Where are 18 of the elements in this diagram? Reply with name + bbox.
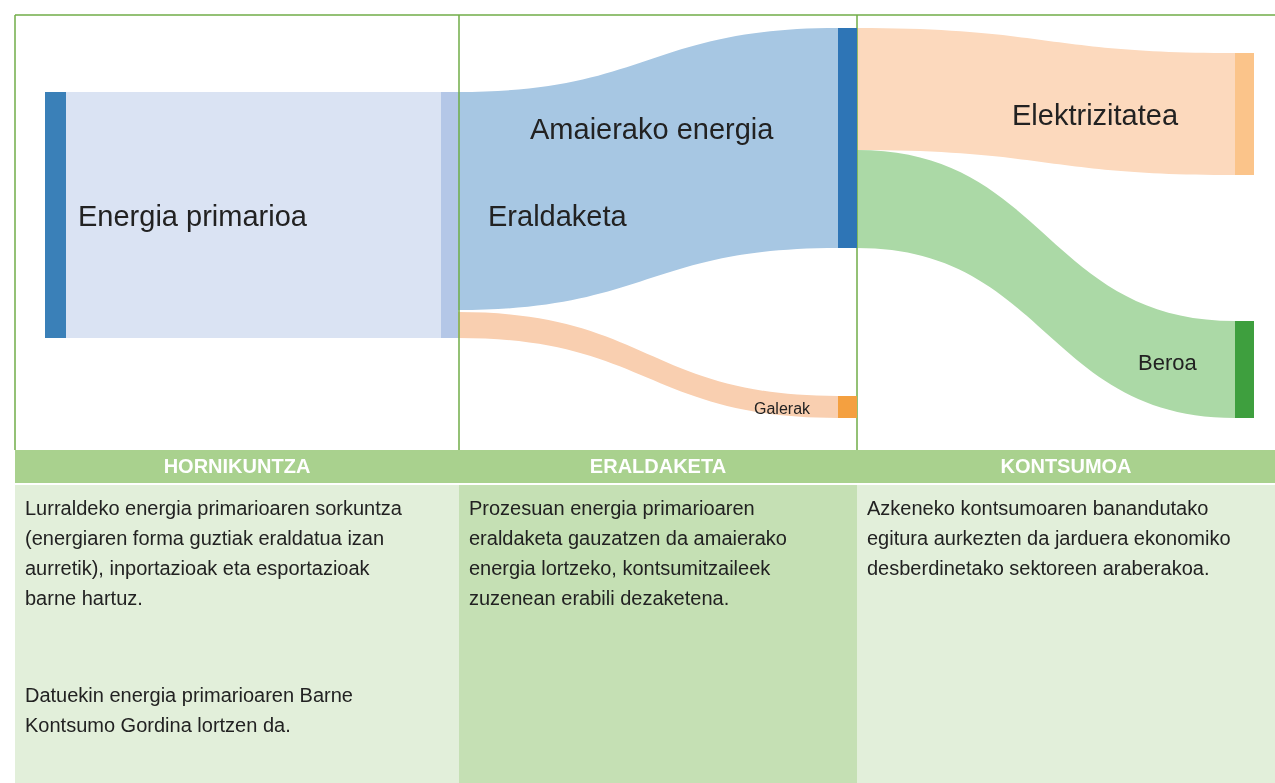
node-label: Eraldaketa [488,200,627,233]
column-header: KONTSUMOA [857,450,1275,483]
paragraph: Prozesuan energia primarioaren eraldaketa gauzatzen da amaierako energia lortzeko, kontsumitzaileek zuzenean erabili dezaketena. [469,496,788,611]
node-label: Amaierako energia [530,113,774,146]
node-label: Elektrizitatea [1012,99,1178,132]
paragraph: Datuekin energia primarioaren Barne Kontsumo Gordina lortzen da. [25,683,354,738]
sankey-flow [66,92,441,338]
node-label: Beroa [1138,350,1197,376]
node-label: Galerak [754,400,811,418]
sankey-flow [857,150,1235,418]
column-header: ERALDAKETA [459,450,857,483]
column-header: HORNIKUNTZA [15,450,459,483]
sankey-flow [458,312,838,418]
paragraph: Lurraldeko energia primarioaren sorkuntza (energiaren forma guztiak eraldatua izan aurretik), inportazioak eta esportazioak barne hartuz. [25,496,403,611]
paragraph: Azkeneko kontsumoaren banandutako egitura aurkezten da jarduera ekonomiko desberdinetako sektoreen araberakoa. [867,496,1232,581]
sankey-flow [857,28,1235,175]
node-label: Energia primarioa [78,200,307,233]
sankey-flow [458,28,838,310]
